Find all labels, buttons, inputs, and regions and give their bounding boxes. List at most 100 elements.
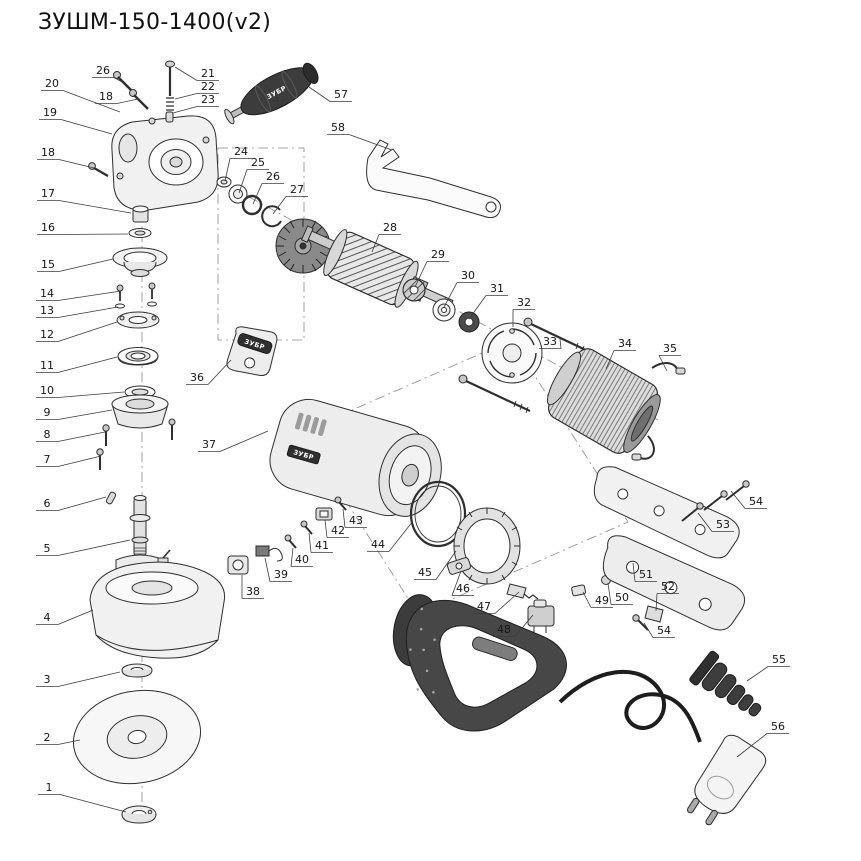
bearing-25 <box>228 184 248 204</box>
rubber-mount-9 <box>111 394 169 429</box>
svg-text:42: 42 <box>331 524 345 537</box>
adapter-ring-45 <box>453 507 521 585</box>
power-cord <box>558 669 702 743</box>
handle-shell-lower <box>602 535 746 631</box>
callout-21: 21 <box>174 66 219 81</box>
svg-text:54: 54 <box>749 495 763 508</box>
svg-text:33: 33 <box>543 335 557 348</box>
callout-7: 7 <box>36 453 102 467</box>
spindle-5 <box>129 495 151 557</box>
svg-text:26: 26 <box>96 64 110 77</box>
svg-text:58: 58 <box>331 121 345 134</box>
svg-text:44: 44 <box>371 538 385 551</box>
callout-6: 6 <box>36 496 107 511</box>
callout-26: 26 <box>92 64 123 83</box>
svg-text:35: 35 <box>663 342 677 355</box>
callout-33: 33 <box>539 335 562 349</box>
long-screw-b <box>458 374 531 414</box>
callout-45: 45 <box>414 550 457 580</box>
callout-39: 39 <box>264 557 292 582</box>
callout-47: 47 <box>473 591 520 614</box>
callout-58: 58 <box>327 121 393 151</box>
callout-2: 2 <box>36 731 81 745</box>
svg-text:48: 48 <box>497 623 511 636</box>
svg-text:53: 53 <box>716 518 730 531</box>
callout-13: 13 <box>36 304 119 318</box>
motor-housing: ЗУБР <box>269 398 442 517</box>
callout-48: 48 <box>493 614 534 637</box>
svg-text:43: 43 <box>349 514 363 527</box>
callout-12: 12 <box>36 321 118 342</box>
callout-55: 55 <box>746 653 790 682</box>
callout-36: 36 <box>186 359 232 385</box>
callout-3: 3 <box>36 671 121 687</box>
svg-text:27: 27 <box>290 183 304 196</box>
svg-text:18: 18 <box>41 146 55 159</box>
page-title: ЗУШМ-150-1400(v2) <box>38 10 272 35</box>
callout-53: 53 <box>697 512 734 532</box>
callout-44: 44 <box>367 520 414 552</box>
callout-32: 32 <box>512 296 535 327</box>
handle-shell-upper <box>593 466 740 559</box>
svg-text:52: 52 <box>661 580 675 593</box>
svg-text:39: 39 <box>274 568 288 581</box>
callout-54: 54 <box>730 490 767 509</box>
gear-head-housing <box>111 115 219 211</box>
svg-text:20: 20 <box>45 77 59 90</box>
screw-right-mount <box>168 418 176 440</box>
shell-screws <box>632 480 750 631</box>
cord-protector <box>689 650 762 717</box>
callout-43: 43 <box>342 508 367 528</box>
svg-text:25: 25 <box>251 156 265 169</box>
screw-43 <box>334 496 347 511</box>
svg-text:1: 1 <box>46 781 53 794</box>
svg-text:17: 17 <box>41 187 55 200</box>
gear-case-screws <box>113 60 175 123</box>
bracket-52 <box>644 605 664 623</box>
power-plug <box>686 734 767 826</box>
callout-41: 41 <box>308 532 333 553</box>
svg-text:29: 29 <box>431 248 445 261</box>
washer-16 <box>128 228 152 238</box>
callout-34: 34 <box>605 337 636 370</box>
pinion-gear-29 <box>402 278 426 302</box>
callout-49: 49 <box>582 591 613 608</box>
callout-57: 57 <box>308 86 352 102</box>
screw-40 <box>284 534 297 549</box>
svg-text:13: 13 <box>40 304 54 317</box>
switch-block-48 <box>527 599 555 633</box>
callout-52: 52 <box>655 580 679 612</box>
callout-20: 20 <box>41 77 121 113</box>
svg-text:32: 32 <box>517 296 531 309</box>
svg-text:57: 57 <box>334 88 348 101</box>
long-screw-a <box>523 317 593 356</box>
callout-4: 4 <box>36 609 94 625</box>
brush-holder-42 <box>315 507 333 521</box>
spacer-17 <box>132 205 149 223</box>
callout-17: 17 <box>37 187 132 214</box>
o-ring-44 <box>409 480 467 548</box>
backing-flange-3 <box>121 663 153 678</box>
svg-text:34: 34 <box>618 337 632 350</box>
screws-washers-13-14 <box>115 282 157 309</box>
svg-text:14: 14 <box>40 287 54 300</box>
svg-text:19: 19 <box>43 106 57 119</box>
callout-38: 38 <box>241 575 264 599</box>
svg-text:38: 38 <box>246 585 260 598</box>
svg-text:31: 31 <box>490 282 504 295</box>
callout-5: 5 <box>36 539 131 556</box>
callout-1: 1 <box>38 781 127 813</box>
callout-10: 10 <box>36 384 125 398</box>
callout-42: 42 <box>324 519 349 538</box>
pin-6 <box>105 491 117 505</box>
callout-37: 37 <box>198 430 269 452</box>
svg-text:41: 41 <box>315 539 329 552</box>
svg-text:50: 50 <box>615 591 629 604</box>
svg-text:18: 18 <box>99 90 113 103</box>
stator <box>547 348 661 454</box>
callout-9: 9 <box>36 406 113 420</box>
lever-plate-47 <box>506 583 539 600</box>
svg-text:47: 47 <box>477 600 491 613</box>
